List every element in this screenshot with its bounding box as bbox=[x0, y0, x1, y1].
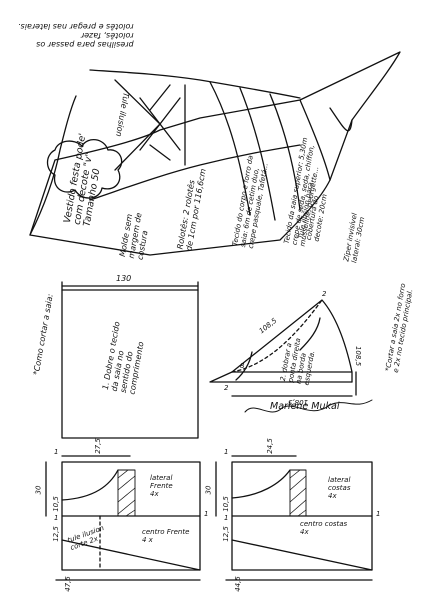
back-30: 30 bbox=[204, 485, 213, 495]
skirt-fold-3 bbox=[269, 93, 301, 211]
label-centro-costas: centro costas 4x bbox=[300, 520, 348, 536]
measure-1085-bottom: 108,5 bbox=[288, 398, 309, 406]
back-125: 12,5 bbox=[221, 526, 230, 542]
front-curve bbox=[61, 469, 119, 501]
measure-130-label: 130 bbox=[116, 274, 132, 283]
front-hatch-lines bbox=[117, 469, 136, 517]
back-445: 44,5 bbox=[233, 576, 242, 592]
measure-2-top: 2 bbox=[322, 290, 327, 298]
strap-top bbox=[89, 69, 301, 99]
back-center-piece bbox=[231, 515, 373, 571]
back-245: 24,5 bbox=[265, 438, 274, 454]
back-hatch-lines bbox=[289, 469, 307, 517]
note-presilhas: presilhas para passar os rolotês, fazer … bbox=[18, 22, 134, 49]
front-pieces bbox=[45, 455, 201, 581]
front-30: 30 bbox=[34, 485, 43, 495]
front-275: 27,5 bbox=[93, 438, 102, 454]
fold-line bbox=[231, 299, 323, 373]
inner-arc bbox=[235, 351, 253, 381]
label-lateral-frente: lateral Frente 4x bbox=[150, 474, 173, 498]
quarter-circle-outline bbox=[231, 299, 353, 383]
label-centro-frente: centro Frente 4 x bbox=[142, 528, 190, 544]
back-1-right: 1 bbox=[376, 510, 381, 518]
title-cloud bbox=[46, 139, 123, 199]
back-1-mid: 1 bbox=[224, 514, 229, 522]
back-diagonal bbox=[231, 539, 373, 571]
measure-8: 8 bbox=[240, 362, 245, 370]
cross-ribbon bbox=[139, 97, 181, 151]
front-125: 12,5 bbox=[51, 526, 60, 542]
skirt-fold-4 bbox=[299, 99, 331, 181]
back-hatched bbox=[289, 469, 307, 517]
dress-hem bbox=[29, 95, 77, 236]
front-105: 10,5 bbox=[51, 496, 60, 512]
front-475: 47,5 bbox=[63, 576, 72, 592]
skirt-fabric-rect bbox=[61, 289, 199, 439]
skirt-fold-5 bbox=[329, 107, 353, 132]
back-105: 10,5 bbox=[221, 496, 230, 512]
skirt-fold-2 bbox=[239, 87, 276, 221]
front-1-mid: 1 bbox=[54, 514, 59, 522]
front-center-piece bbox=[61, 515, 201, 571]
front-hatched bbox=[117, 469, 136, 517]
front-diagonal bbox=[61, 539, 201, 571]
label-lateral-costas: lateral costas 4x bbox=[328, 476, 351, 500]
bodice-band bbox=[149, 84, 171, 161]
signature-flourish bbox=[244, 399, 373, 413]
measure-1085-right: 108,5 bbox=[354, 345, 363, 367]
measure-2-left: 2 bbox=[224, 384, 229, 392]
skirt-fold-1 bbox=[209, 81, 251, 216]
signature: Marlene Mukai bbox=[270, 401, 340, 412]
back-curve bbox=[231, 469, 291, 499]
fold-arrow bbox=[299, 317, 321, 351]
dress-outline bbox=[29, 51, 401, 256]
front-1-top: 1 bbox=[54, 448, 59, 456]
dress-sketch bbox=[29, 51, 401, 256]
strap-bottom bbox=[89, 144, 301, 201]
front-1-right: 1 bbox=[204, 510, 209, 518]
back-1-top: 1 bbox=[224, 448, 229, 456]
back-pieces bbox=[215, 455, 373, 581]
quarter-circle-diagonal bbox=[209, 371, 353, 383]
